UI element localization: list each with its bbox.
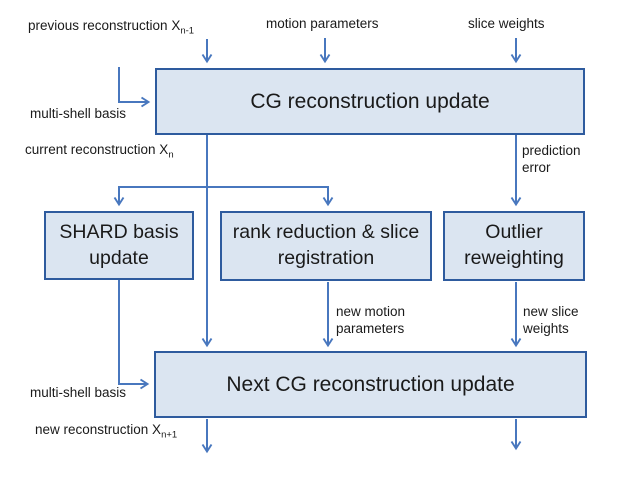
subscript-n: n [168, 149, 174, 161]
label-current-reconstruction: current reconstruction Xn [25, 142, 174, 161]
arrow-shard-to-next-multi-shell [118, 280, 150, 390]
label-previous-reconstruction: previous reconstruction Xn-1 [28, 18, 195, 37]
label-new-slice-weights: new slice weights [523, 304, 579, 337]
arrow-branch-to-rank-reduction [207, 186, 334, 207]
label-new-reconstruction: new reconstruction Xn+1 [35, 422, 178, 441]
label-multi-shell-basis-top: multi-shell basis [30, 106, 127, 121]
label-motion-parameters: motion parameters [266, 16, 379, 31]
subscript-n-minus-1: n-1 [180, 25, 195, 37]
node-cg-reconstruction-update: CG reconstruction update [155, 68, 585, 135]
subscript-n-plus-1: n+1 [161, 429, 178, 441]
label-new-motion-parameters: new motion parameters [336, 304, 406, 337]
node-next-cg-reconstruction-update: Next CG reconstruction update [154, 351, 587, 418]
arrow-multi-shell-basis-top-in [118, 67, 151, 108]
label-prediction-error: prediction error [522, 143, 581, 176]
node-shard-basis-update: SHARD basis update [44, 211, 194, 280]
node-rank-reduction-slice-registration: rank reduction & slice registration [220, 211, 432, 281]
node-outlier-reweighting: Outlier reweighting [443, 211, 585, 281]
arrow-branch-to-shard [113, 186, 207, 207]
label-multi-shell-basis-bottom: multi-shell basis [30, 385, 127, 400]
label-slice-weights: slice weights [468, 16, 545, 31]
